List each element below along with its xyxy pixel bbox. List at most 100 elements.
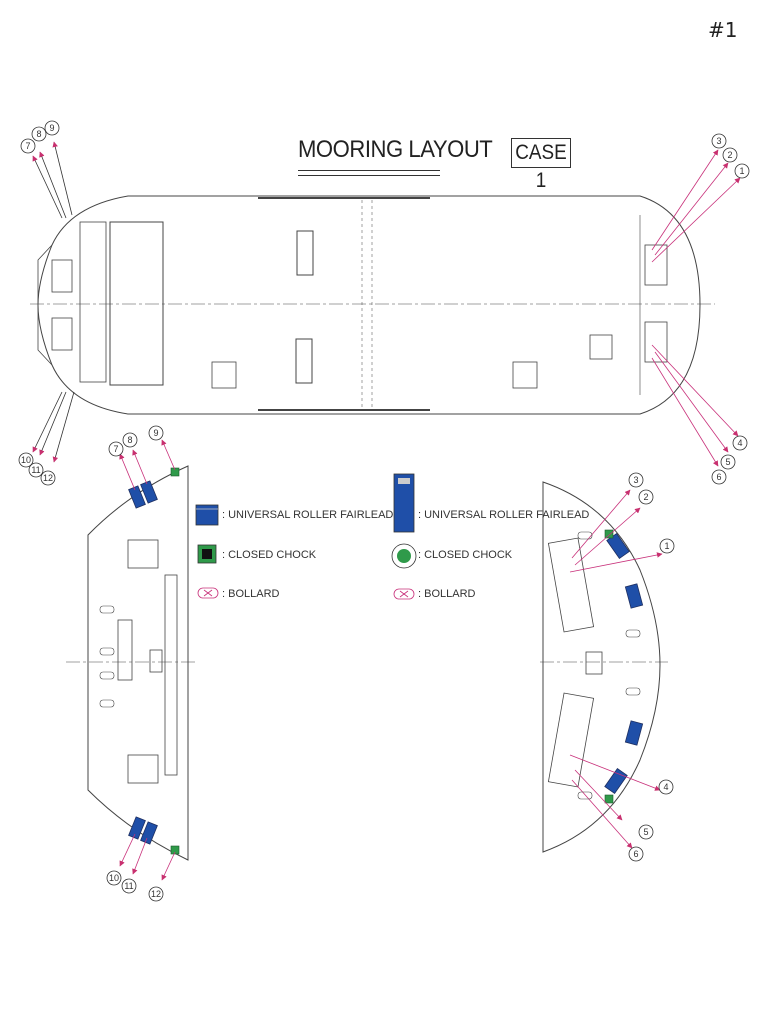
stern-transom xyxy=(37,244,53,366)
case-label: CASE 1 xyxy=(511,138,571,192)
bollard-icon xyxy=(625,629,641,638)
bow-detail-label-text: 3 2 1 4 5 6 xyxy=(633,475,669,859)
title-underline xyxy=(298,170,440,171)
line-label-1 xyxy=(659,538,675,554)
stern-detail-chocks xyxy=(170,467,180,855)
legend-left-chock-label: : CLOSED CHOCK xyxy=(222,549,317,561)
line-label-10 xyxy=(106,870,122,886)
bow-detail-labels xyxy=(628,472,675,862)
stern-detail-mooring-lines xyxy=(119,439,176,881)
legend-right-bollard-label: : BOLLARD xyxy=(418,588,476,600)
line-label-9 xyxy=(44,120,60,136)
stern-detail-fairleads xyxy=(128,480,158,845)
bollard-icon xyxy=(393,588,415,600)
line-number-12: 12 xyxy=(151,889,161,899)
deck-equipment xyxy=(589,334,613,360)
case-label-text: CASE 1 xyxy=(515,141,567,192)
line-number-1: 1 xyxy=(664,541,669,551)
line-label-4 xyxy=(658,779,674,795)
line-number-1: 1 xyxy=(739,166,744,176)
line-label-3 xyxy=(711,133,727,149)
stern-detail-label-text: 7 8 9 10 11 12 xyxy=(109,428,161,899)
fairlead-icon xyxy=(128,485,146,509)
stern-detail-labels xyxy=(106,425,164,902)
line-number-3: 3 xyxy=(716,136,721,146)
line-number-6: 6 xyxy=(716,472,721,482)
deck-equipment xyxy=(512,361,538,389)
bow-detail-machinery xyxy=(585,651,603,675)
stern-winch xyxy=(51,317,73,351)
line-label-12 xyxy=(148,886,164,902)
stern-detail-deckhouse xyxy=(164,574,178,776)
line-label-8 xyxy=(31,126,47,142)
bow-windlass xyxy=(644,321,668,363)
page-number: #1 xyxy=(708,18,738,42)
stern-detail-winch-lower xyxy=(127,754,159,784)
bow-detail-hull xyxy=(542,481,661,853)
deckhouse xyxy=(109,221,164,386)
chock-icon xyxy=(170,467,180,477)
line-label-11 xyxy=(28,462,44,478)
bollard-icon xyxy=(99,671,115,680)
line-number-6: 6 xyxy=(633,849,638,859)
line-number-11: 11 xyxy=(31,465,40,475)
line-number-9: 9 xyxy=(49,123,54,133)
deck-equipment xyxy=(211,361,237,389)
line-number-10: 10 xyxy=(109,873,119,883)
line-label-2 xyxy=(722,147,738,163)
line-number-8: 8 xyxy=(127,435,132,445)
line-label-7 xyxy=(108,441,124,457)
line-number-12: 12 xyxy=(43,473,53,483)
bow-windlass xyxy=(644,244,668,286)
line-label-9 xyxy=(148,425,164,441)
stern-detail-winch-upper xyxy=(127,539,159,569)
line-number-7: 7 xyxy=(25,141,30,151)
bollard-icon xyxy=(577,791,593,800)
diagram-title: MOORING LAYOUT xyxy=(298,136,493,163)
bow-detail-mooring-lines xyxy=(569,489,663,849)
bollard-icon xyxy=(197,587,219,599)
bollard-icon xyxy=(99,647,115,656)
line-label-11 xyxy=(121,878,137,894)
line-number-5: 5 xyxy=(725,457,730,467)
line-label-5 xyxy=(720,454,736,470)
bow-detail-fairleads xyxy=(604,532,644,795)
legend-left-fairlead-label: : UNIVERSAL ROLLER FAIRLEAD xyxy=(222,509,394,521)
bow-detail xyxy=(540,481,668,853)
line-number-2: 2 xyxy=(727,150,732,160)
chock-icon xyxy=(170,845,180,855)
stern-detail-machinery xyxy=(117,619,133,681)
line-number-10: 10 xyxy=(21,455,31,465)
fairlead-icon xyxy=(624,720,644,746)
chock-icon xyxy=(604,794,614,804)
line-number-7: 7 xyxy=(113,444,118,454)
line-number-4: 4 xyxy=(663,782,668,792)
title-underline xyxy=(298,175,440,176)
line-number-8: 8 xyxy=(36,129,41,139)
line-label-5 xyxy=(638,824,654,840)
legend-right-icons xyxy=(391,473,417,600)
fairlead-icon xyxy=(140,480,158,504)
bollard-icon xyxy=(99,699,115,708)
bollard-icon xyxy=(577,531,593,540)
chock-icon xyxy=(604,529,614,539)
line-number-4: 4 xyxy=(737,438,742,448)
main-line-number-text: 7 8 9 10 11 12 3 2 1 4 5 6 xyxy=(21,123,745,483)
universal-roller-fairlead-icon xyxy=(393,473,415,533)
line-label-6 xyxy=(711,469,727,485)
bollard-icon xyxy=(99,605,115,614)
deckhouse-annex xyxy=(79,221,107,383)
hatch-fore xyxy=(296,230,314,276)
legend-left-icons xyxy=(195,504,219,599)
line-label-2 xyxy=(638,489,654,505)
stern-winch xyxy=(51,259,73,293)
stern-detail-machinery xyxy=(149,649,163,673)
main-line-number-labels xyxy=(18,120,750,486)
line-number-11: 11 xyxy=(124,881,133,891)
line-label-10 xyxy=(18,452,34,468)
line-number-2: 2 xyxy=(643,492,648,502)
line-number-5: 5 xyxy=(643,827,648,837)
ship-plan xyxy=(30,195,715,415)
bow-mooring-lines xyxy=(651,149,741,467)
